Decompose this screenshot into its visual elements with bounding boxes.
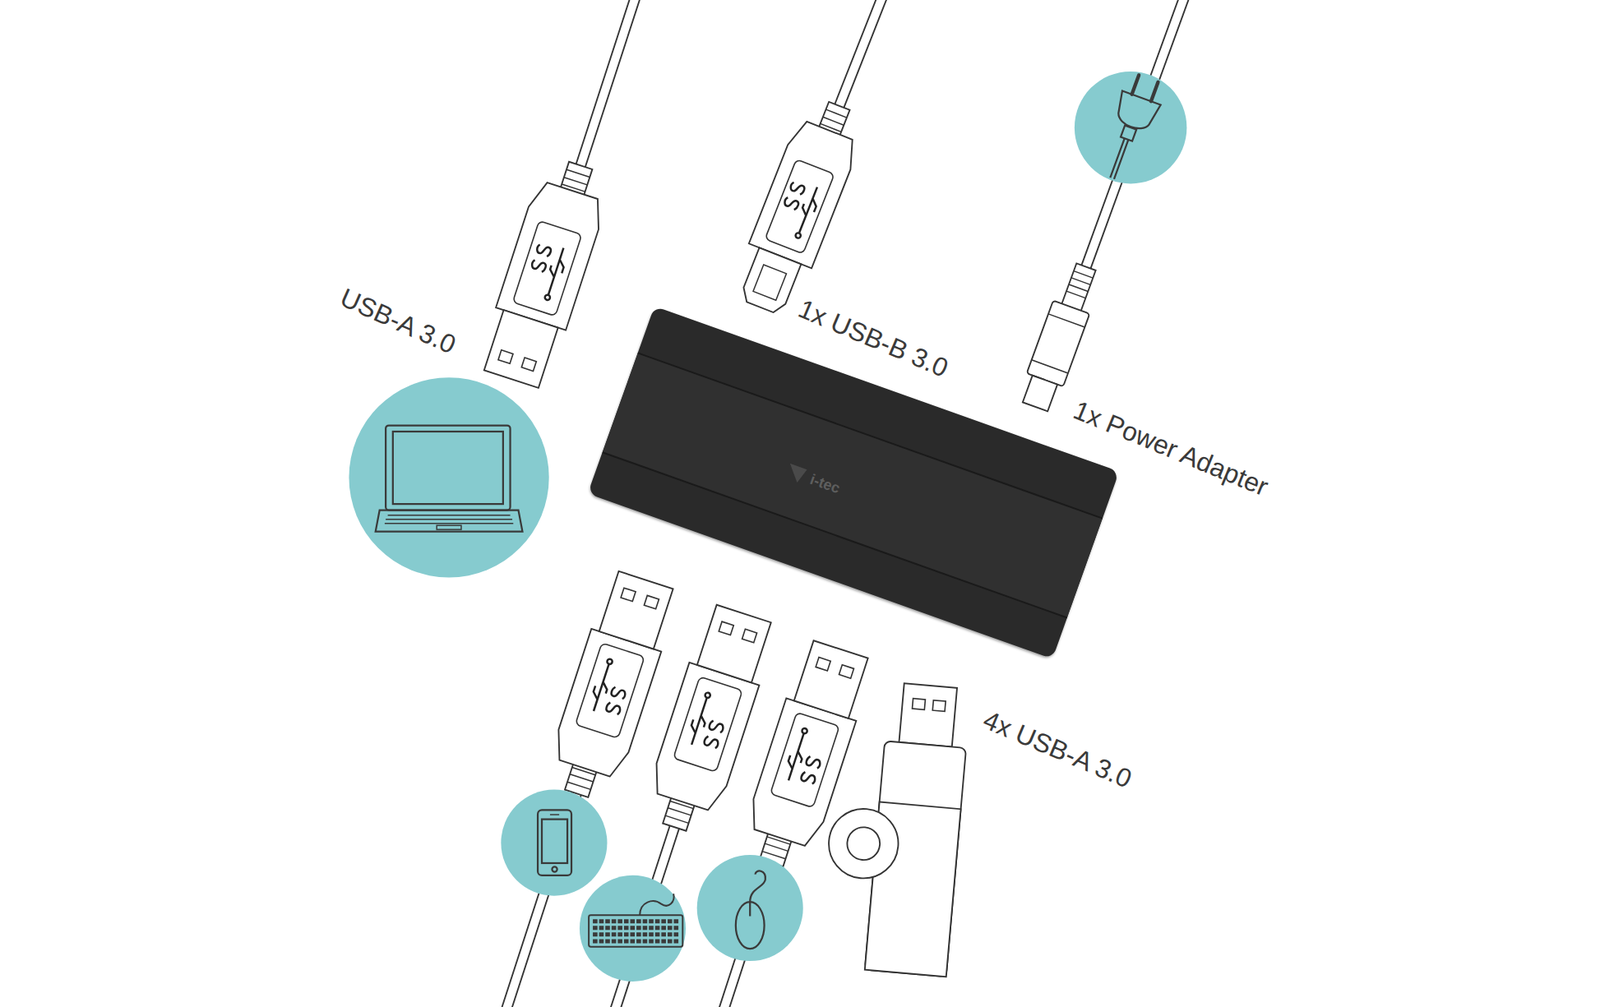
mouse-wheel [749,901,751,916]
laptop-touchpad [436,525,462,530]
power-circle [1074,71,1188,185]
phone-icon [537,809,572,875]
laptop-display [393,431,504,505]
tip-window [932,700,946,713]
laptop-keys [384,515,514,524]
phone-button [551,866,557,872]
keyboard-cable [639,893,674,916]
usb-a-plug [265,568,681,1007]
plug-cable [1109,138,1129,180]
hub-band-face [602,352,1103,618]
plug-neck [1120,125,1137,142]
mouse-circle [697,855,804,962]
laptop-base [375,510,523,532]
phone-screen [541,819,568,864]
port-label: USB-A 3.0 [336,283,461,361]
plug-pins [1132,74,1159,102]
swivel-disc [826,806,902,882]
phone-circle [500,790,607,897]
phone-speaker [550,813,560,815]
laptop-icon [375,425,523,532]
keyboard-circle [579,875,686,982]
phone-body [537,809,572,875]
plug-head [1111,90,1161,134]
swivel-hole [846,826,882,862]
mouse-cable [749,870,766,902]
hub-band-edge [638,352,1103,518]
tip-window [912,698,926,711]
flash-drive [818,678,972,978]
brand-logo-mark [784,463,807,485]
power-barrel-plug [1017,0,1404,414]
port-label: 4x USB-A 3.0 [979,705,1137,794]
usb-b-plug [728,0,1198,320]
laptop-screen [385,425,510,511]
usb-a-plug [461,638,877,1007]
keyboard-keys [592,921,679,942]
keyboard-body [588,915,683,947]
power-plug-icon [1092,71,1168,185]
illustration-group [265,0,1404,1007]
laptop-circle [348,377,549,578]
drive-tip [898,683,958,747]
hub-band-edge [602,452,1068,618]
mouse-body [735,901,765,949]
keyboard-icon [588,893,683,948]
mouse-icon [735,870,766,949]
